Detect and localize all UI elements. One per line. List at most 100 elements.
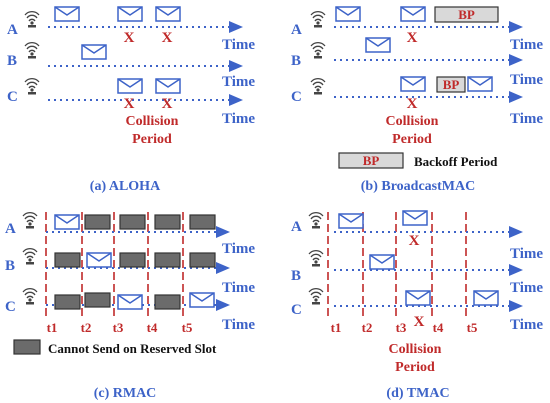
antenna-icon (310, 78, 326, 96)
packet-envelope-icon (81, 44, 107, 60)
packet-envelope-icon (155, 78, 181, 94)
bp-box (338, 152, 404, 169)
node-label-c: C (5, 299, 16, 315)
bp-box (434, 6, 499, 23)
legend-backoff-period: Backoff Period (414, 154, 498, 169)
antenna-icon (22, 212, 38, 230)
reserved-slot-block (84, 292, 111, 308)
time-slot-label-t4: t4 (147, 320, 158, 335)
bp-label: BP (363, 153, 380, 168)
node-label-c: C (291, 302, 302, 318)
time-slot-label-t4: t4 (433, 320, 444, 335)
time-label: Time (222, 241, 255, 257)
timeline-arrow (509, 226, 523, 238)
collision-label-line2: Period (395, 360, 435, 375)
collision-x-mark: X (124, 30, 135, 46)
time-label: Time (510, 280, 543, 296)
collision-x-mark: X (407, 96, 418, 112)
reserved-slot-block (119, 214, 146, 230)
node-label-a: A (291, 22, 302, 38)
time-slot-label-t2: t2 (362, 320, 373, 335)
timeline-arrow (216, 299, 230, 311)
packet-envelope-icon (369, 254, 395, 270)
antenna-icon (308, 212, 324, 230)
timeline-arrow (509, 21, 523, 33)
packet-envelope-icon (405, 290, 431, 306)
packet-envelope-icon (117, 78, 143, 94)
collision-x-mark: X (414, 314, 425, 330)
collision-label-line2: Period (132, 132, 172, 147)
reserved-slot-block (154, 252, 181, 268)
packet-envelope-icon (467, 76, 493, 92)
reserved-slot-block (54, 294, 81, 310)
antenna-icon (310, 11, 326, 29)
time-slot-label-t2: t2 (81, 320, 92, 335)
time-slot-label-t5: t5 (467, 320, 478, 335)
time-label: Time (222, 37, 255, 53)
collision-label-line2: Period (392, 132, 432, 147)
packet-envelope-icon (335, 6, 361, 22)
time-label: Time (222, 280, 255, 296)
legend-reserved-slot-swatch (13, 339, 41, 355)
antenna-icon (308, 288, 324, 306)
antenna-icon (308, 250, 324, 268)
packet-envelope-icon (117, 6, 143, 22)
caption-rmac: (c) RMAC (94, 386, 157, 401)
reserved-slot-block (154, 294, 181, 310)
node-label-b: B (5, 258, 15, 274)
packet-envelope-icon (473, 290, 499, 306)
time-label: Time (510, 317, 543, 333)
time-slot-label-t3: t3 (113, 320, 124, 335)
reserved-slot-block (84, 214, 111, 230)
packet-envelope-icon (54, 6, 80, 22)
node-label-c: C (7, 89, 18, 105)
antenna-icon (22, 248, 38, 266)
reserved-slot-block (189, 214, 216, 230)
time-slot-label-t1: t1 (331, 320, 342, 335)
timeline-arrow (229, 21, 243, 33)
node-label-a: A (5, 221, 16, 237)
antenna-icon (24, 78, 40, 96)
collision-label-line1: Collision (386, 114, 439, 129)
caption-tmac: (d) TMAC (386, 386, 449, 401)
legend-cannot-send: Cannot Send on Reserved Slot (48, 341, 217, 356)
timeline-arrow (509, 300, 523, 312)
collision-x-mark: X (407, 30, 418, 46)
timeline-arrow (229, 94, 243, 106)
time-slot-label-t3: t3 (396, 320, 407, 335)
timeline-arrow (509, 91, 523, 103)
reserved-slot-block (54, 252, 81, 268)
collision-x-mark: X (162, 30, 173, 46)
node-label-b: B (291, 53, 301, 69)
collision-label-line1: Collision (126, 114, 179, 129)
node-label-b: B (291, 268, 301, 284)
caption-aloha: (a) ALOHA (90, 179, 161, 194)
packet-envelope-icon (54, 214, 80, 230)
packet-envelope-icon (365, 37, 391, 53)
timeline-arrow (216, 262, 230, 274)
antenna-icon (24, 42, 40, 60)
collision-label-line1: Collision (389, 342, 442, 357)
time-label: Time (222, 317, 255, 333)
packet-envelope-icon (400, 76, 426, 92)
timeline-arrow (229, 60, 243, 72)
packet-envelope-icon (400, 6, 426, 22)
time-label: Time (222, 111, 255, 127)
time-label: Time (510, 111, 543, 127)
collision-x-mark: X (162, 96, 173, 112)
reserved-slot-block (119, 252, 146, 268)
packet-envelope-icon (86, 252, 112, 268)
reserved-slot-block (154, 214, 181, 230)
packet-envelope-icon (338, 213, 364, 229)
time-label: Time (510, 37, 543, 53)
bp-label: BP (443, 77, 460, 92)
node-label-b: B (7, 53, 17, 69)
time-label: Time (222, 74, 255, 90)
packet-envelope-icon (117, 294, 143, 310)
node-label-c: C (291, 89, 302, 105)
timeline-arrow (509, 264, 523, 276)
antenna-icon (310, 42, 326, 60)
reserved-slot-block (189, 252, 216, 268)
bp-box (436, 76, 466, 93)
